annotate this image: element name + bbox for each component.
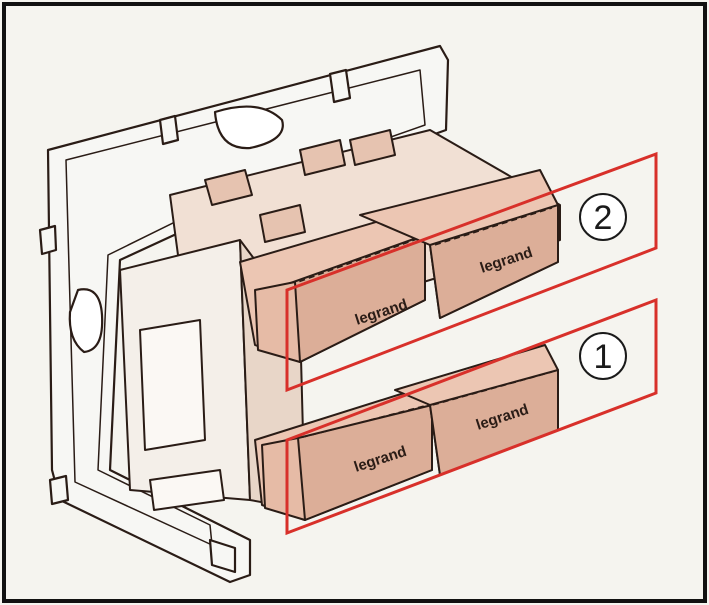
callout-2: 2: [579, 193, 627, 241]
callout-1: 1: [579, 332, 627, 380]
socket-module-lower-right: [394, 344, 559, 476]
highlight-frame-row-2: [285, 151, 658, 393]
highlight-frame-row-1: [285, 297, 658, 536]
callout-2-number: 2: [594, 199, 613, 237]
socket-module-lower-left: [254, 387, 433, 521]
mounting-plate: [38, 44, 450, 584]
callout-1-number: 1: [594, 338, 613, 376]
